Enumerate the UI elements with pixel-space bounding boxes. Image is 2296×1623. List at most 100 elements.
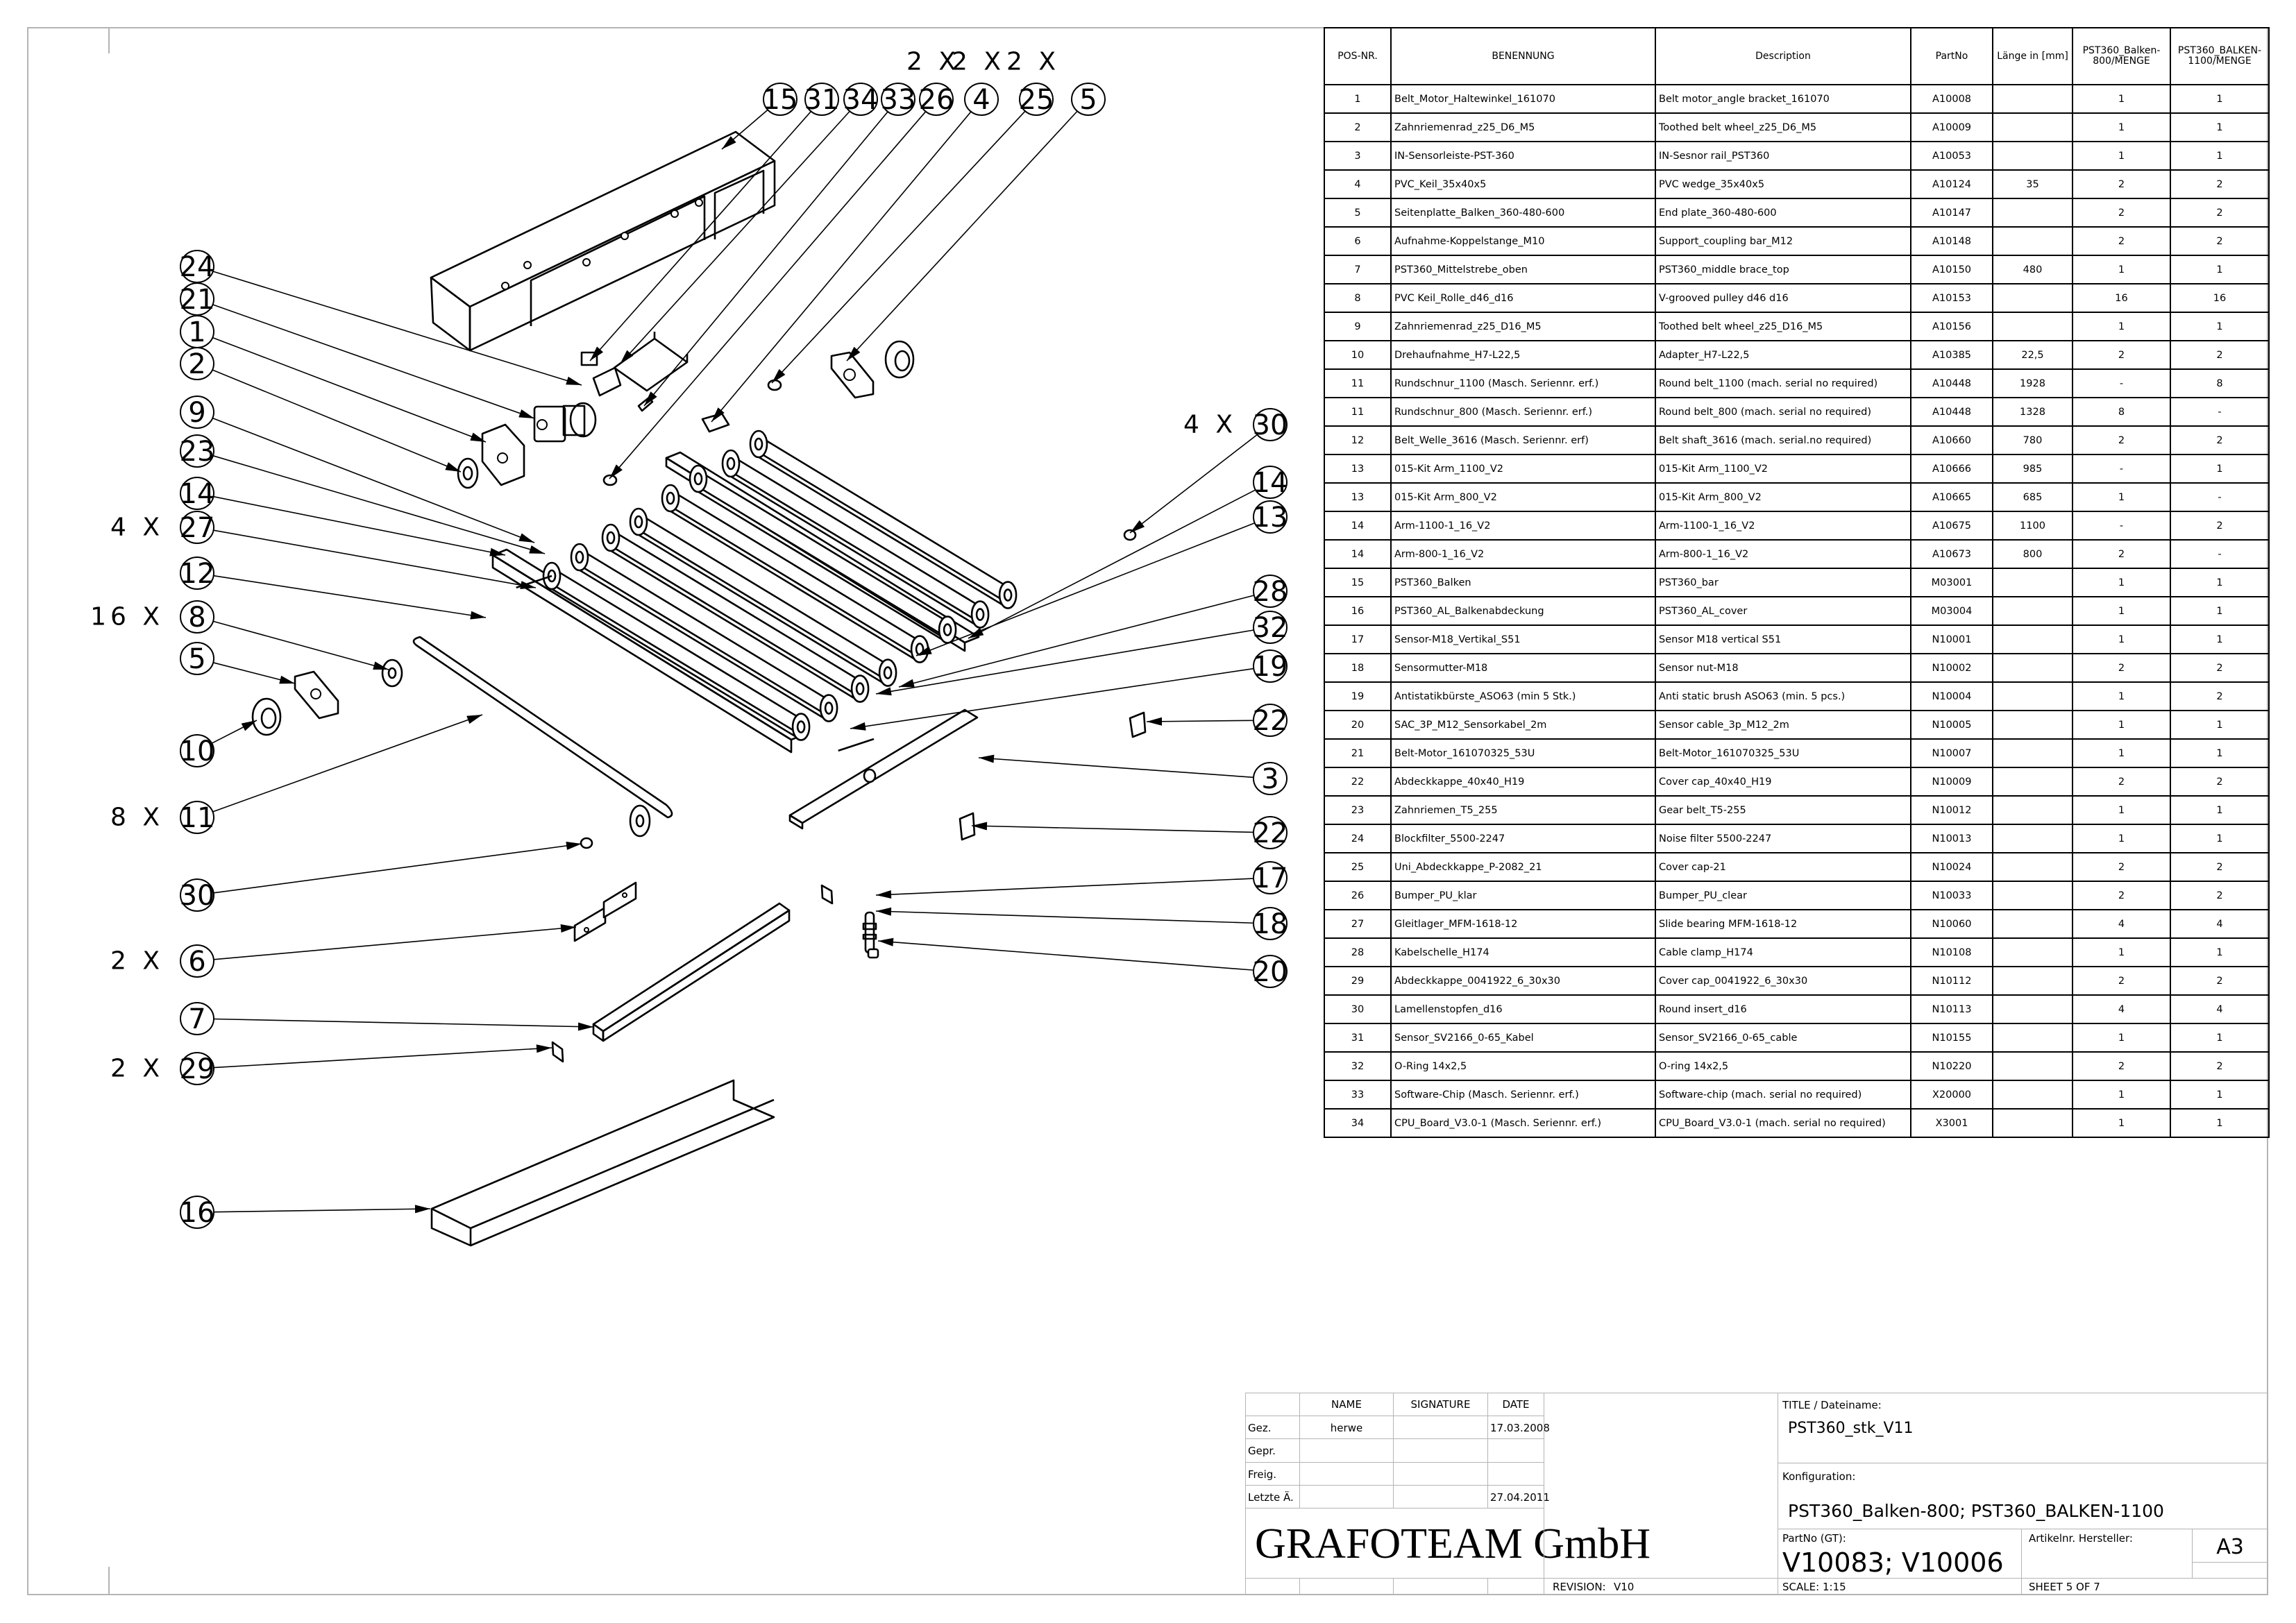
tb-row-label-cell: Gez. [1245,1416,1300,1440]
bom-cell-benennung: Sensor_SV2166_0-65_Kabel [1390,1023,1656,1053]
bom-cell-partno: N10009 [1910,767,1993,797]
leader-arrowhead [972,822,988,831]
part-30-round-insert-left [580,837,593,849]
pulley [661,484,680,513]
leader-line [850,668,1254,729]
bom-cell-length [1992,710,2073,740]
rollers-group [516,430,1018,752]
bom-cell-qty-1100: 2 [2170,681,2270,711]
sheet-label: SHEET 5 OF 7 [2029,1581,2100,1593]
pulley [721,449,741,478]
drawing-title: PST360_stk_V11 [1788,1420,1914,1437]
leader-arrowhead [470,611,486,620]
bom-cell-description: Toothed belt wheel_z25_D16_M5 [1655,312,1911,341]
bom-cell-qty-1100: 2 [2170,169,2270,199]
bom-cell-qty-800: 1 [2072,1108,2171,1138]
bom-cell-benennung: Antistatikbürste_ASO63 (min 5 Stk.) [1390,681,1656,711]
leader-line [971,825,1254,833]
part-34-cpu-board [613,332,689,392]
tb-rev-blank-3 [1393,1578,1488,1595]
tb-header-blank [1245,1393,1300,1416]
bom-cell-length [1992,824,2073,853]
leader-arrowhead [566,376,582,385]
leader-line [1146,720,1254,722]
balloon-circle [180,1196,214,1229]
sheet-of-word: OF [2076,1581,2091,1593]
bom-cell-partno: N10108 [1910,937,1993,967]
balloon-number: 22 [1253,705,1288,737]
bom-cell-benennung: Arm-800-1_16_V2 [1390,539,1656,569]
bom-cell-length [1992,1080,2073,1110]
bom-cell-description: Cable clamp_H174 [1655,937,1911,967]
tb-col-name: NAME [1331,1398,1362,1411]
part-2-toothed-wheel [457,457,479,489]
balloon-number: 13 [1253,502,1288,534]
leader-line [711,111,972,423]
bom-cell-description: Anti static brush ASO63 (min. 5 pcs.) [1655,681,1911,711]
bom-cell-benennung: Gleitlager_MFM-1618-12 [1390,909,1656,939]
bom-cell-benennung: Belt-Motor_161070325_53U [1390,738,1656,768]
part-22-cover-cap-b [959,812,976,841]
bom-cell-pos: 23 [1324,795,1392,825]
pulley [938,615,957,644]
roller-7 [570,543,838,722]
bom-cell-pos: 30 [1324,994,1392,1024]
bom-cell-description: Sensor nut-M18 [1655,653,1911,683]
bom-cell-partno: A10675 [1910,511,1993,541]
balloon-number: 4 [972,84,990,116]
bom-cell-pos: 2 [1324,112,1392,142]
bom-cell-qty-800: 1 [2072,112,2171,142]
tb-row-date: 27.04.2011 [1490,1490,1550,1504]
roller-8 [542,561,811,741]
leader-line [213,926,577,960]
bom-cell-benennung: Software-Chip (Masch. Seriennr. erf.) [1390,1080,1656,1110]
tb-row-label: Gez. [1248,1422,1272,1434]
bom-cell-pos: 22 [1324,767,1392,797]
balloon-circle [180,878,214,912]
leader-arrowhead [489,547,505,556]
bom-cell-qty-1100: 1 [2170,568,2270,597]
bom-cell-benennung: 015-Kit Arm_1100_V2 [1390,454,1656,484]
leader-arrowhead [279,675,295,684]
pulley [850,674,870,703]
tb-row-signature-cell [1393,1461,1488,1486]
leader-line [968,489,1256,639]
bom-cell-pos: 11 [1324,368,1392,398]
bom-cell-length [1992,852,2073,882]
bom-cell-qty-800: 1 [2072,710,2171,740]
bom-cell-length [1992,966,2073,996]
bom-cell-partno: A10009 [1910,112,1993,142]
bom-cell-benennung: Lamellenstopfen_d16 [1390,994,1656,1024]
bom-cell-description: Round belt_1100 (mach. serial no require… [1655,368,1911,398]
bom-cell-partno: X20000 [1910,1080,1993,1110]
bom-cell-partno: N10024 [1910,852,1993,882]
part-24-noise-filter [592,366,622,397]
balloon-circle [1071,83,1106,116]
bom-cell-partno: A10153 [1910,283,1993,313]
leader-arrowhead [470,432,486,442]
balloon-number: 30 [180,880,215,912]
balloon-number: 15 [763,84,798,116]
bom-cell-benennung: PST360_AL_Balkenabdeckung [1390,596,1656,626]
tb-row-date-cell: 17.03.2008 [1487,1416,1550,1440]
bom-cell-pos: 5 [1324,198,1392,228]
balloon-20: 20 [1253,955,1288,988]
tb-col-date: DATE [1502,1398,1530,1411]
balloon-quantity: 2 X [952,48,1005,76]
tb-row-label-cell: Gepr. [1245,1438,1300,1463]
bom-cell-partno: A10053 [1910,141,1993,171]
tb-rev-blank-1 [1245,1578,1300,1595]
parts-layer [251,130,1147,1247]
bom-cell-qty-1100: 4 [2170,994,2270,1024]
bom-cell-partno: N10013 [1910,824,1993,853]
bom-header-pos: POS-NR. [1324,27,1392,85]
tb-row-name-cell: herwe [1299,1416,1394,1440]
balloon-number: 25 [1019,84,1054,116]
